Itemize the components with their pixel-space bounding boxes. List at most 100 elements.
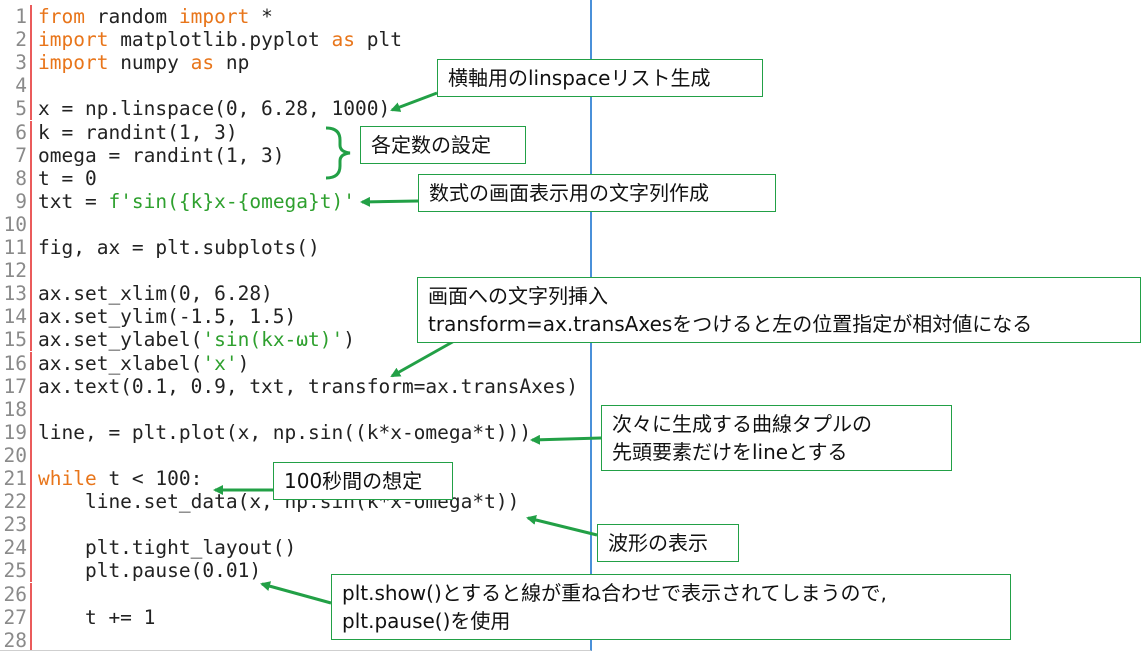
code-line[interactable]: 28 (0, 628, 590, 650)
code-text: x = np.linspace(0, 6.28, 1000) (38, 97, 391, 121)
line-number: 26 (0, 582, 32, 606)
line-number: 25 (0, 559, 32, 583)
code-text: t += 1 (38, 605, 156, 629)
code-text: t = 0 (38, 166, 97, 190)
line-number: 7 (0, 143, 32, 167)
line-number: 14 (0, 305, 32, 329)
code-line[interactable]: 18 (0, 397, 590, 421)
line-number: 4 (0, 74, 32, 98)
callout-pause-line2: plt.pause()を使用 (342, 609, 511, 633)
code-text: numpy (108, 51, 191, 75)
code-string: f'sin({k}x-{omega}t)' (108, 189, 355, 213)
callout-pause: plt.show()とすると線が重ね合わせで表示されてしまうので, plt.pa… (331, 574, 1011, 640)
code-text: ax.set_xlabel( (38, 351, 203, 375)
code-text: plt (355, 28, 402, 52)
line-number: 17 (0, 374, 32, 398)
line-number: 8 (0, 166, 32, 190)
code-line[interactable]: 12 (0, 259, 590, 283)
callout-duration: 100秒間の想定 (273, 462, 453, 500)
callout-waveform: 波形の表示 (597, 524, 739, 562)
code-string: 'sin(kx-ωt)' (202, 328, 344, 352)
callout-formula: 数式の画面表示用の文字列作成 (418, 174, 776, 212)
line-number: 22 (0, 490, 32, 514)
callout-formula-text: 数式の画面表示用の文字列作成 (429, 181, 709, 205)
line-number: 12 (0, 259, 32, 283)
callout-constants: 各定数の設定 (360, 126, 526, 164)
callout-constants-text: 各定数の設定 (371, 133, 491, 157)
callout-tuple-line2: 先頭要素だけをlineとする (612, 440, 848, 464)
code-keyword: while (38, 467, 97, 490)
code-text: ) (237, 351, 250, 375)
line-number: 2 (0, 28, 32, 52)
code-line[interactable]: 20 (0, 443, 590, 467)
arrow-tuple (530, 434, 602, 445)
line-number: 10 (0, 212, 32, 236)
callout-text-insert: 画面への文字列挿入 transform=ax.transAxesをつけると左の位… (417, 277, 1141, 343)
callout-pause-line1: plt.show()とすると線が重ね合わせで表示されてしまうので, (342, 581, 887, 605)
code-text: plt.tight_layout() (38, 536, 297, 560)
callout-tuple-line1: 次々に生成する曲線タプルの (612, 412, 872, 436)
code-text: ax.text(0.1, 0.9, txt, transform=ax.tran… (38, 374, 579, 398)
code-text: txt = (38, 189, 109, 213)
code-text: plt.pause(0.01) (38, 559, 262, 583)
code-text: random (84, 5, 179, 28)
line-number: 11 (0, 236, 32, 259)
code-string: 'x' (202, 351, 238, 375)
code-keyword: as (190, 51, 215, 75)
code-line[interactable]: 24 plt.tight_layout() (0, 536, 590, 560)
line-number: 13 (0, 282, 32, 306)
callout-text-insert-line2: transform=ax.transAxesをつけると左の位置指定が相対値になる (428, 312, 1033, 336)
callout-text-insert-line1: 画面への文字列挿入 (428, 284, 608, 308)
code-line[interactable]: 10 (0, 212, 590, 236)
line-number: 19 (0, 420, 32, 444)
code-line[interactable]: 27 t += 1 (0, 605, 590, 629)
line-number: 6 (0, 120, 32, 144)
arrow-linspace (390, 91, 438, 112)
code-keyword: import (38, 28, 109, 52)
arrow-formula (360, 196, 419, 207)
code-text: * (249, 5, 273, 28)
code-text: omega = randint(1, 3) (38, 143, 285, 167)
code-keyword: from (38, 5, 85, 28)
code-text: fig, ax = plt.subplots() (38, 236, 320, 259)
arrow-pause (260, 581, 332, 605)
line-number: 15 (0, 328, 32, 352)
code-text: matplotlib.pyplot (108, 28, 332, 52)
line-number: 9 (0, 189, 32, 213)
code-line[interactable]: 25 plt.pause(0.01) (0, 559, 590, 583)
arrow-waveform (526, 515, 598, 537)
code-keyword: as (331, 28, 355, 52)
callout-waveform-text: 波形の表示 (608, 531, 708, 555)
code-line[interactable]: 26 (0, 582, 590, 606)
brace-constants (325, 126, 351, 180)
code-text: k = randint(1, 3) (38, 120, 238, 144)
line-number: 18 (0, 397, 32, 421)
line-number: 16 (0, 351, 32, 375)
code-line[interactable]: 4 (0, 74, 590, 98)
line-number: 20 (0, 443, 32, 467)
callout-tuple: 次々に生成する曲線タプルの 先頭要素だけをlineとする (601, 405, 952, 471)
line-number: 27 (0, 605, 32, 629)
callout-duration-text: 100秒間の想定 (284, 469, 423, 493)
code-text: np (214, 51, 250, 75)
code-line[interactable]: 23 (0, 513, 590, 537)
code-text: ax.set_ylabel( (38, 328, 203, 352)
line-number: 23 (0, 513, 32, 537)
code-line[interactable]: 11 fig, ax = plt.subplots() (0, 236, 590, 259)
